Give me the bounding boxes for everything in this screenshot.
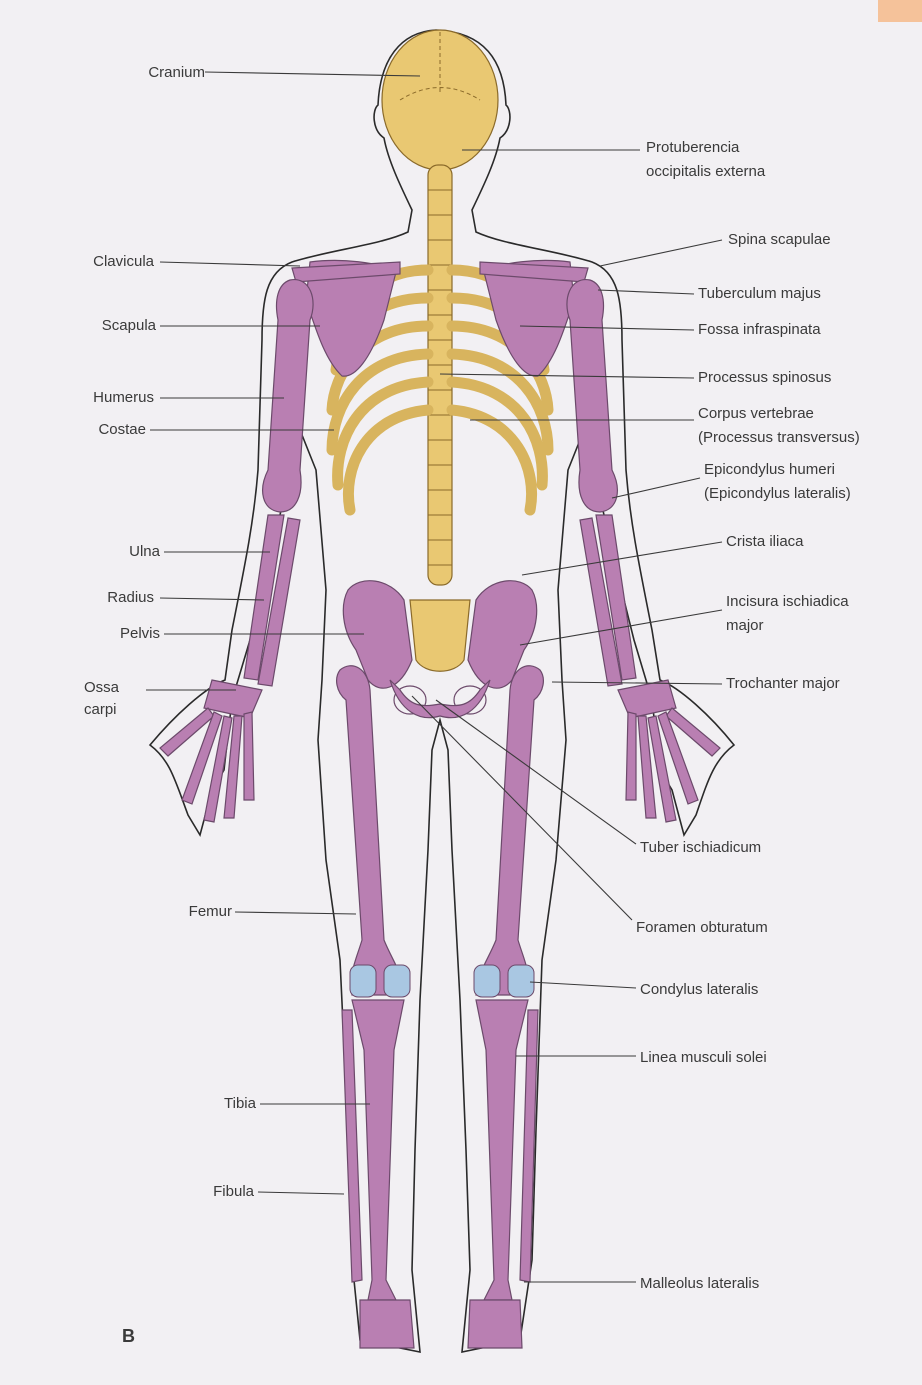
label-costae: Costae (98, 421, 146, 438)
figure-letter: B (122, 1326, 135, 1346)
knee-cartilage-right-a (474, 965, 500, 997)
label-crista-iliaca: Crista iliaca (726, 533, 804, 550)
label-femur: Femur (189, 903, 232, 920)
label-fibula: Fibula (213, 1183, 255, 1200)
label-ossa: Ossa (84, 679, 120, 696)
label-epicondylus-lateralis: (Epicondylus lateralis) (704, 485, 851, 502)
label-trochanter-major: Trochanter major (726, 675, 840, 692)
vertebral-column (428, 165, 452, 585)
label-tuberculum-majus: Tuberculum majus (698, 285, 821, 302)
label-fossa-infraspinata: Fossa infraspinata (698, 321, 821, 338)
foot-right (468, 1300, 522, 1348)
label-foramen-obturatum: Foramen obturatum (636, 919, 768, 936)
label-carpi: carpi (84, 701, 117, 718)
label-incisura-ischiadica: Incisura ischiadica (726, 593, 849, 610)
label-tibia: Tibia (224, 1095, 257, 1112)
label-protuberencia: Protuberencia (646, 139, 740, 156)
humerus-right (567, 280, 617, 512)
label-major: major (726, 617, 764, 634)
label-humerus: Humerus (93, 389, 154, 406)
humerus-left (263, 280, 313, 512)
label-corpus-vertebrae: Corpus vertebrae (698, 405, 814, 422)
label-spina-scapulae: Spina scapulae (728, 231, 831, 248)
label-condylus-lateralis: Condylus lateralis (640, 981, 758, 998)
femur-left (337, 666, 404, 995)
label-occipitalis-externa: occipitalis externa (646, 163, 766, 180)
knee-cartilage-left-a (350, 965, 376, 997)
label-ulna: Ulna (129, 543, 161, 560)
label-scapula: Scapula (102, 317, 157, 334)
label-radius: Radius (107, 589, 154, 606)
label-processus-spinosus: Processus spinosus (698, 369, 831, 386)
skull (382, 30, 498, 170)
hand-right (618, 680, 720, 822)
sacrum (410, 600, 470, 671)
foot-left (360, 1300, 414, 1348)
label-processus-transversus: (Processus transversus) (698, 429, 860, 446)
fibula-left (342, 1010, 362, 1282)
label-linea-musculi-solei: Linea musculi solei (640, 1049, 767, 1066)
label-tuber-ischiadicum: Tuber ischiadicum (640, 839, 761, 856)
label-malleolus-lateralis: Malleolus lateralis (640, 1275, 759, 1292)
label-pelvis: Pelvis (120, 625, 160, 642)
label-cranium: Cranium (148, 64, 205, 81)
knee-cartilage-right-b (508, 965, 534, 997)
label-epicondylus-humeri: Epicondylus humeri (704, 461, 835, 478)
knee-cartilage-left-b (384, 965, 410, 997)
hand-left (160, 680, 262, 822)
femur-right (476, 666, 543, 995)
label-clavicula: Clavicula (93, 253, 155, 270)
